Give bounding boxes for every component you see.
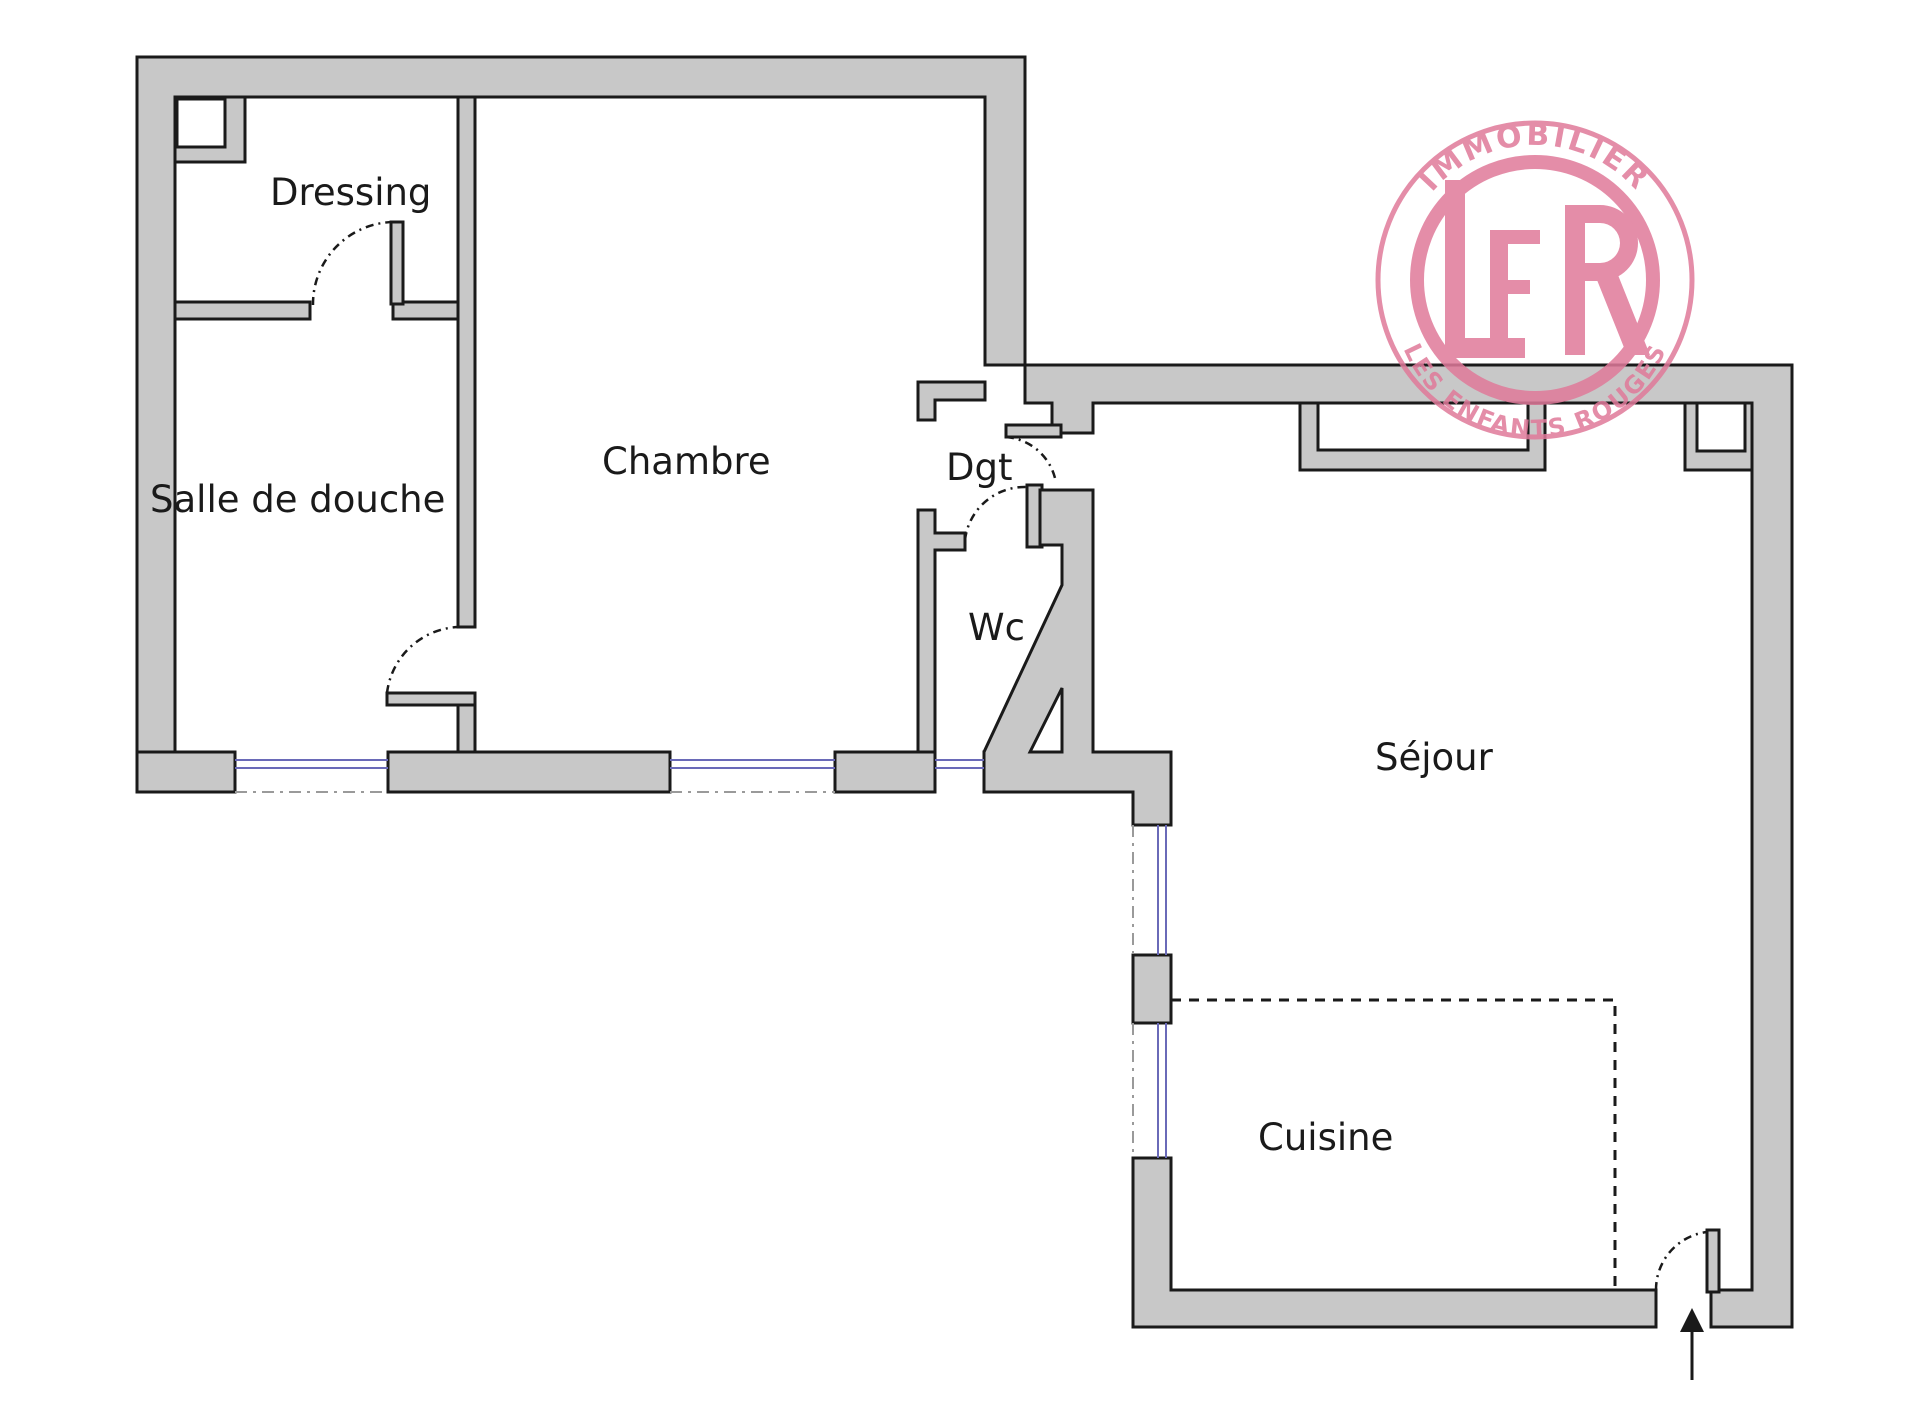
door-swing-dgt: [1005, 435, 1057, 479]
label-sejour: Séjour: [1375, 736, 1494, 779]
wall-wc-diagonal: [982, 488, 1173, 827]
windows: [235, 759, 1167, 1158]
wall-south-2: [386, 750, 672, 794]
door-leaf-dressing: [389, 220, 405, 306]
label-dressing: Dressing: [270, 171, 431, 214]
walls: [135, 55, 1794, 1329]
agency-stamp: IMMOBILIER LES ENFANTS ROUGES: [1375, 118, 1695, 443]
wall-south-3: [833, 750, 937, 794]
wall-dgt-leaf: [1004, 423, 1063, 439]
stamp-monogram-logo: [1445, 180, 1650, 358]
wall-sejour-west-mid: [1131, 953, 1173, 1025]
kitchen-zone-outline: [1171, 998, 1617, 1290]
door-swing-entrance: [1654, 1230, 1708, 1291]
arrow-up-icon: [1680, 1308, 1704, 1380]
wall-shower-door-jamb: [385, 691, 477, 707]
label-salle-de-douche: Salle de douche: [150, 478, 445, 521]
door-swings: [311, 220, 1708, 1291]
wall-dressing-shower-1: [173, 300, 312, 321]
wall-south-1: [135, 750, 237, 794]
label-dgt: Dgt: [946, 446, 1012, 489]
door-swing-wc: [963, 485, 1028, 541]
label-cuisine: Cuisine: [1258, 1116, 1393, 1159]
wall-wc-west: [916, 508, 967, 754]
wall-sejour-south: [1131, 1156, 1658, 1329]
label-chambre: Chambre: [602, 440, 771, 483]
wall-dgt-north: [916, 380, 987, 422]
label-wc: Wc: [968, 606, 1025, 649]
wall-chambre-west: [456, 95, 477, 629]
wall-north-left: [135, 55, 1027, 754]
door-swing-shower: [385, 625, 459, 694]
door-leaf-entrance: [1705, 1228, 1721, 1294]
door-swing-dressing: [311, 220, 394, 306]
